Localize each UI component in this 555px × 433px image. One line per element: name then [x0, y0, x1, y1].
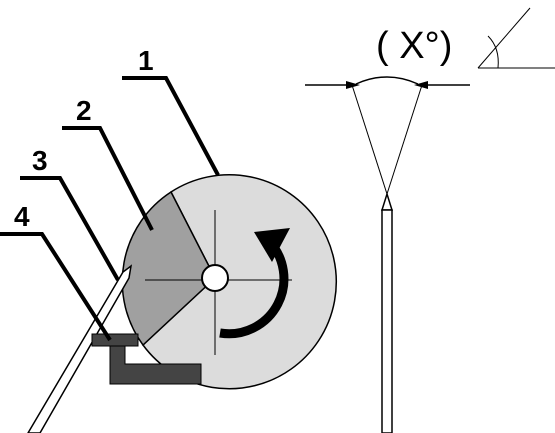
angle-arc: [355, 76, 419, 85]
tool-profile: [305, 76, 470, 433]
leader-4: [0, 232, 112, 342]
callout-label-1: 1: [138, 45, 154, 76]
arrowhead-right: [414, 81, 428, 89]
leader-2: [62, 126, 154, 231]
tool-profile-tip: [380, 191, 394, 211]
angle-leg-right: [386, 84, 423, 195]
leader-1: [122, 76, 220, 176]
angle-leg-left: [351, 84, 388, 195]
angle-label: ( X°): [376, 25, 452, 67]
wheel-hub: [201, 264, 229, 292]
arrowhead-left: [346, 81, 360, 89]
callout-label-3: 3: [32, 145, 48, 176]
callout-label-2: 2: [76, 95, 92, 126]
grinding-wheel: [121, 173, 338, 390]
callout-label-4: 4: [14, 201, 30, 232]
tool-bit: [27, 264, 133, 433]
leader-3: [20, 176, 120, 281]
rotation-arrow: [219, 228, 290, 339]
callout-leaders: [0, 76, 220, 342]
tool-rest: [91, 333, 202, 385]
tool-profile-shank: [381, 209, 393, 433]
angle-symbol-icon: [477, 7, 555, 69]
